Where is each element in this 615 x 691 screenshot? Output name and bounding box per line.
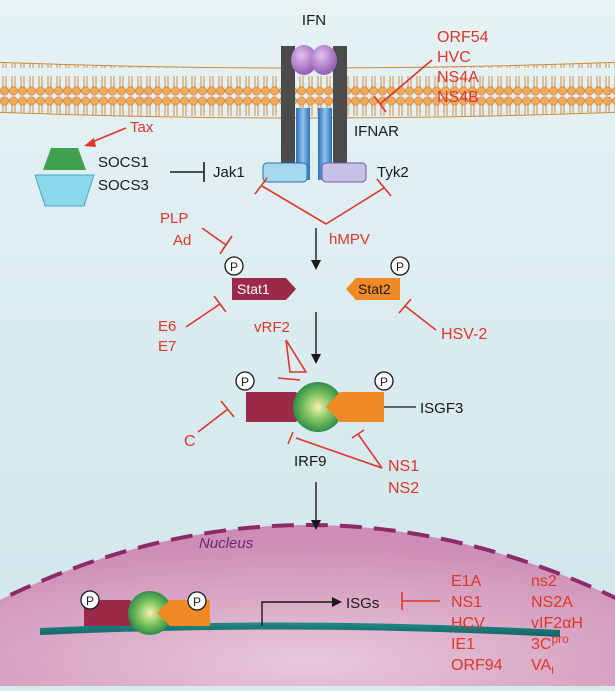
plp-label: PLP	[160, 210, 188, 227]
signal-arrowhead-3	[311, 520, 321, 530]
e6-label: E6	[158, 318, 176, 335]
stat1-phospho	[224, 256, 244, 276]
ifn-label: IFN	[302, 12, 326, 29]
signal-arrowhead-1	[311, 260, 321, 270]
hsv2-label: HSV-2	[441, 326, 487, 343]
nuclear-envelope	[0, 523, 615, 603]
nuclear-inhibitor-ns2: ns2	[531, 573, 557, 590]
tax-arrow	[91, 127, 127, 143]
jak1-kinase	[262, 162, 308, 183]
nuclear-inhibitor-orf94: ORF94	[451, 657, 503, 674]
nucleus-label: Nucleus	[199, 535, 254, 552]
stat2-label: Stat2	[358, 281, 391, 297]
nuclear-phospho-right: P	[193, 595, 201, 609]
stat2-phospho	[390, 256, 410, 276]
ns1-ns2-inhibit-irf9	[287, 429, 383, 469]
stat1-phospho-label: P	[230, 260, 238, 274]
signal-arrowhead-2	[311, 354, 321, 364]
membrane-inhibitor-1: ORF54	[437, 29, 489, 46]
cell-membrane	[0, 61, 615, 119]
nuclear-inhibitor-va-base: VA	[531, 657, 551, 674]
ns1-label: NS1	[388, 458, 419, 475]
dna-strand	[40, 622, 560, 637]
nuclear-inhibitor-ns1: NS1	[451, 594, 482, 611]
nuclear-inhibitor-vif2ah: vIF2αH	[531, 615, 583, 632]
vrf2-label: vRF2	[254, 319, 290, 336]
isgf3-phospho-right: P	[380, 375, 388, 389]
isgf3-label: ISGF3	[420, 400, 463, 417]
membrane-inhibitor-4: NS4B	[437, 89, 479, 106]
ns2-label: NS2	[388, 480, 419, 497]
socs1-shape	[43, 148, 86, 170]
plp-ad-inhibit-stat1	[201, 227, 233, 255]
tax-arrowhead	[84, 138, 96, 147]
jak1-label: Jak1	[213, 164, 245, 181]
nuclear-inhibitor-va-sub: I	[551, 665, 554, 677]
hmpv-inhibit-jak-tyk	[254, 177, 392, 225]
tax-label: Tax	[130, 119, 154, 136]
viral-inhibit-isgs	[401, 592, 440, 610]
isgf3-phospho-left: P	[241, 375, 249, 389]
hsv2-inhibit-stat2	[398, 298, 437, 331]
tyk2-label: Tyk2	[377, 164, 409, 181]
c-inhibit-isgf3	[197, 400, 235, 433]
membrane-inhibitor-3: NS4A	[437, 69, 479, 86]
stat2-phospho-label: P	[396, 260, 404, 274]
tyk2-kinase	[321, 162, 367, 183]
isgs-label: ISGs	[346, 595, 379, 612]
vrf2-inhibit-isgf3	[277, 339, 308, 381]
nucleus-region	[0, 525, 615, 686]
transcription-arrow	[261, 601, 334, 626]
e6-e7-inhibit-stat1	[185, 295, 227, 328]
socs3-label: SOCS3	[98, 177, 149, 194]
nuclear-inhibitor-ns2a: NS2A	[531, 594, 573, 611]
irf9-label: IRF9	[294, 453, 327, 470]
membrane-inhibitor-2: HVC	[437, 49, 471, 66]
socs3-shape	[34, 174, 95, 207]
ifn-ligand	[291, 45, 337, 75]
nuclear-inhibitor-ie1: IE1	[451, 636, 475, 653]
nuclear-inhibitor-hcv: HCV	[451, 615, 485, 632]
stat1-label: Stat1	[237, 281, 270, 297]
socs1-label: SOCS1	[98, 154, 149, 171]
stat2-protein	[346, 278, 400, 300]
nuclear-phospho-left: P	[86, 594, 94, 608]
ifnar-receptor	[281, 46, 347, 180]
socs-inhibit-jak1	[170, 162, 205, 182]
nuclear-inhibitor-vai: VAI	[531, 657, 554, 677]
nuclear-isgf3-complex	[80, 590, 210, 635]
stat1-protein	[232, 278, 296, 300]
hmpv-label: hMPV	[329, 231, 370, 248]
transcription-arrowhead	[332, 597, 342, 607]
c-label: C	[184, 433, 196, 450]
isgf3-complex	[235, 371, 394, 432]
nuclear-inhibitor-e1a: E1A	[451, 573, 482, 590]
nuclear-inhibitor-3c-sup: pro	[551, 632, 569, 646]
viral-inhibit-ifnar	[373, 59, 433, 113]
e7-label: E7	[158, 338, 176, 355]
ad-label: Ad	[173, 232, 191, 249]
ifnar-label: IFNAR	[354, 123, 399, 140]
nuclear-inhibitor-3c-base: 3C	[531, 636, 551, 653]
nuclear-inhibitor-3cpro: 3Cpro	[531, 632, 569, 653]
